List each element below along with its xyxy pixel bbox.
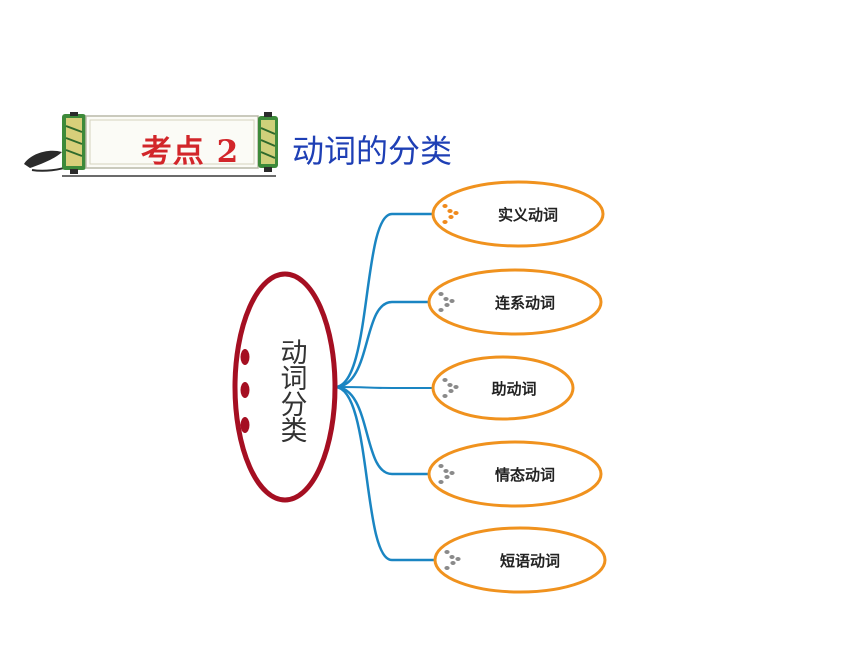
center-bullets	[240, 349, 250, 433]
connector-line	[334, 385, 435, 562]
branch-node-label: 助动词	[491, 380, 537, 398]
bullet-dots-icon	[442, 394, 448, 398]
bullet-dots-icon	[444, 303, 450, 307]
connector-lines	[334, 212, 435, 562]
section-header: 考点 2 动词的分类	[22, 112, 482, 184]
bullet-dots-icon	[453, 211, 459, 215]
connector-line	[334, 385, 429, 476]
center-label-char: 分	[280, 390, 308, 421]
page-title: 动词的分类	[292, 132, 453, 170]
bullet-dots-icon	[438, 308, 444, 312]
branch-node-label: 实义动词	[498, 206, 559, 224]
branch-node-shape	[433, 526, 607, 594]
center-bullet-dot	[240, 349, 250, 365]
bullet-dots-icon	[438, 464, 444, 468]
bullet-dots-icon	[455, 557, 461, 561]
bullet-dots-icon	[438, 292, 444, 296]
bullet-dots-icon	[449, 299, 455, 303]
center-label-char: 动	[280, 338, 308, 369]
bullet-dots-icon	[444, 550, 450, 554]
section-badge: 考点 2	[140, 134, 240, 170]
bullet-dots-icon	[443, 469, 449, 473]
bullet-dots-icon	[444, 475, 450, 479]
bullet-dots-icon	[448, 389, 454, 393]
bullet-dots-icon	[448, 215, 454, 219]
bullet-dots-icon	[442, 204, 448, 208]
bullet-dots-icon	[442, 378, 448, 382]
bullet-dots-icon	[449, 555, 455, 559]
center-bullet-dot	[240, 382, 250, 398]
bullet-dots-icon	[438, 480, 444, 484]
bullet-dots-icon	[443, 297, 449, 301]
branch-node-label: 情态动词	[495, 466, 556, 484]
bullet-dots-icon	[442, 220, 448, 224]
scroll-banner-icon	[24, 112, 278, 177]
center-label-char: 词	[280, 364, 308, 395]
branch-node-label: 连系动词	[495, 294, 556, 312]
bullet-dots-icon	[449, 471, 455, 475]
connector-line	[334, 212, 433, 389]
branch-node-shape	[427, 440, 603, 508]
bullet-dots-icon	[444, 566, 450, 570]
branch-nodes	[427, 180, 607, 594]
center-node-shape	[232, 271, 338, 503]
center-label-char: 类	[280, 416, 308, 447]
bullet-dots-icon	[447, 209, 453, 213]
bullet-dots-icon	[453, 385, 459, 389]
bullet-dots-icon	[447, 383, 453, 387]
center-bullet-dot	[240, 417, 250, 433]
bullet-dots-icon	[450, 561, 456, 565]
connector-line	[334, 300, 429, 389]
branch-node-label: 短语动词	[500, 552, 561, 570]
branch-node-shape	[431, 355, 575, 421]
branch-node-shape	[427, 268, 603, 336]
connector-line	[334, 386, 433, 389]
branch-node-shape	[431, 180, 605, 248]
